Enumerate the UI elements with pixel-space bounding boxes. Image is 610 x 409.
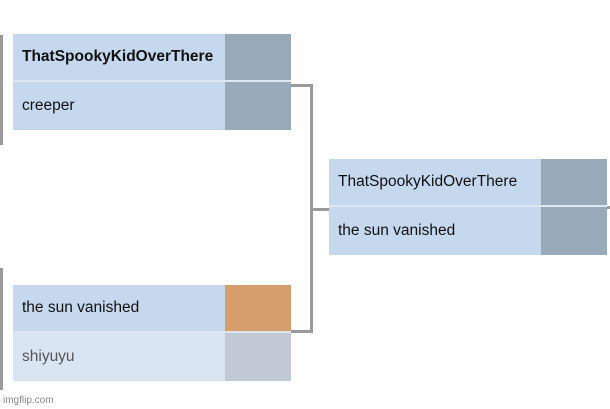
connector-line-m2-stub — [291, 330, 313, 333]
match-round1-1: ThatSpookyKidOverThere creeper — [13, 34, 291, 130]
slot-round1-2-bottom[interactable]: shiyuyu — [13, 333, 291, 381]
slot-round1-1-bottom[interactable]: creeper — [13, 82, 291, 130]
player-name: creeper — [22, 97, 75, 114]
connector-line-left-top — [0, 35, 3, 145]
score-box — [225, 285, 291, 331]
score-box — [225, 333, 291, 381]
score-box — [225, 82, 291, 130]
match-round2-1: ThatSpookyKidOverThere the sun vanished — [329, 159, 607, 255]
connector-line-m1-stub — [291, 84, 313, 87]
player-name: shiyuyu — [22, 348, 75, 365]
slot-round2-1-top[interactable]: ThatSpookyKidOverThere — [329, 159, 607, 207]
player-name: the sun vanished — [22, 299, 140, 316]
connector-line-left-bottom — [0, 268, 3, 390]
match-round1-2: the sun vanished shiyuyu — [13, 285, 291, 381]
player-name: ThatSpookyKidOverThere — [22, 48, 214, 65]
player-name: the sun vanished — [338, 222, 456, 239]
watermark: imgflip.com — [3, 395, 54, 406]
score-box — [541, 207, 607, 255]
player-name: ThatSpookyKidOverThere — [338, 173, 518, 190]
score-box — [225, 34, 291, 80]
connector-line-to-final — [310, 208, 330, 211]
slot-round1-2-top[interactable]: the sun vanished — [13, 285, 291, 333]
slot-round2-1-bottom[interactable]: the sun vanished — [329, 207, 607, 255]
score-box — [541, 159, 607, 205]
connector-line-final-out — [606, 206, 610, 209]
slot-round1-1-top[interactable]: ThatSpookyKidOverThere — [13, 34, 291, 82]
